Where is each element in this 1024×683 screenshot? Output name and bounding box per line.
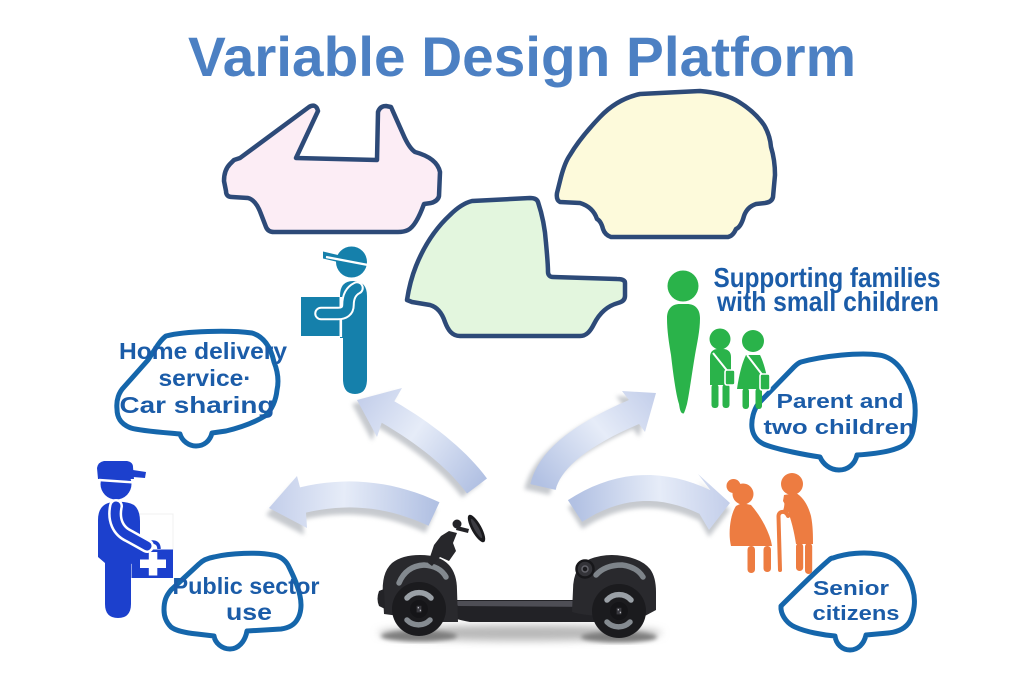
svg-text:Parent and: Parent and (777, 391, 904, 413)
svg-text:use: use (226, 599, 272, 625)
svg-text:Variable Design Platform: Variable Design Platform (188, 25, 856, 88)
svg-text:Car sharing: Car sharing (120, 392, 275, 418)
svg-text:Home delivery: Home delivery (119, 338, 287, 364)
svg-text:with small children: with small children (716, 286, 939, 317)
svg-text:two children: two children (764, 417, 915, 439)
svg-text:service·: service· (159, 365, 252, 391)
svg-text:Supporting families: Supporting families (714, 262, 941, 293)
svg-text:Public sector: Public sector (173, 573, 320, 599)
svg-text:citizens: citizens (813, 603, 900, 625)
svg-text:Senior: Senior (813, 578, 889, 600)
